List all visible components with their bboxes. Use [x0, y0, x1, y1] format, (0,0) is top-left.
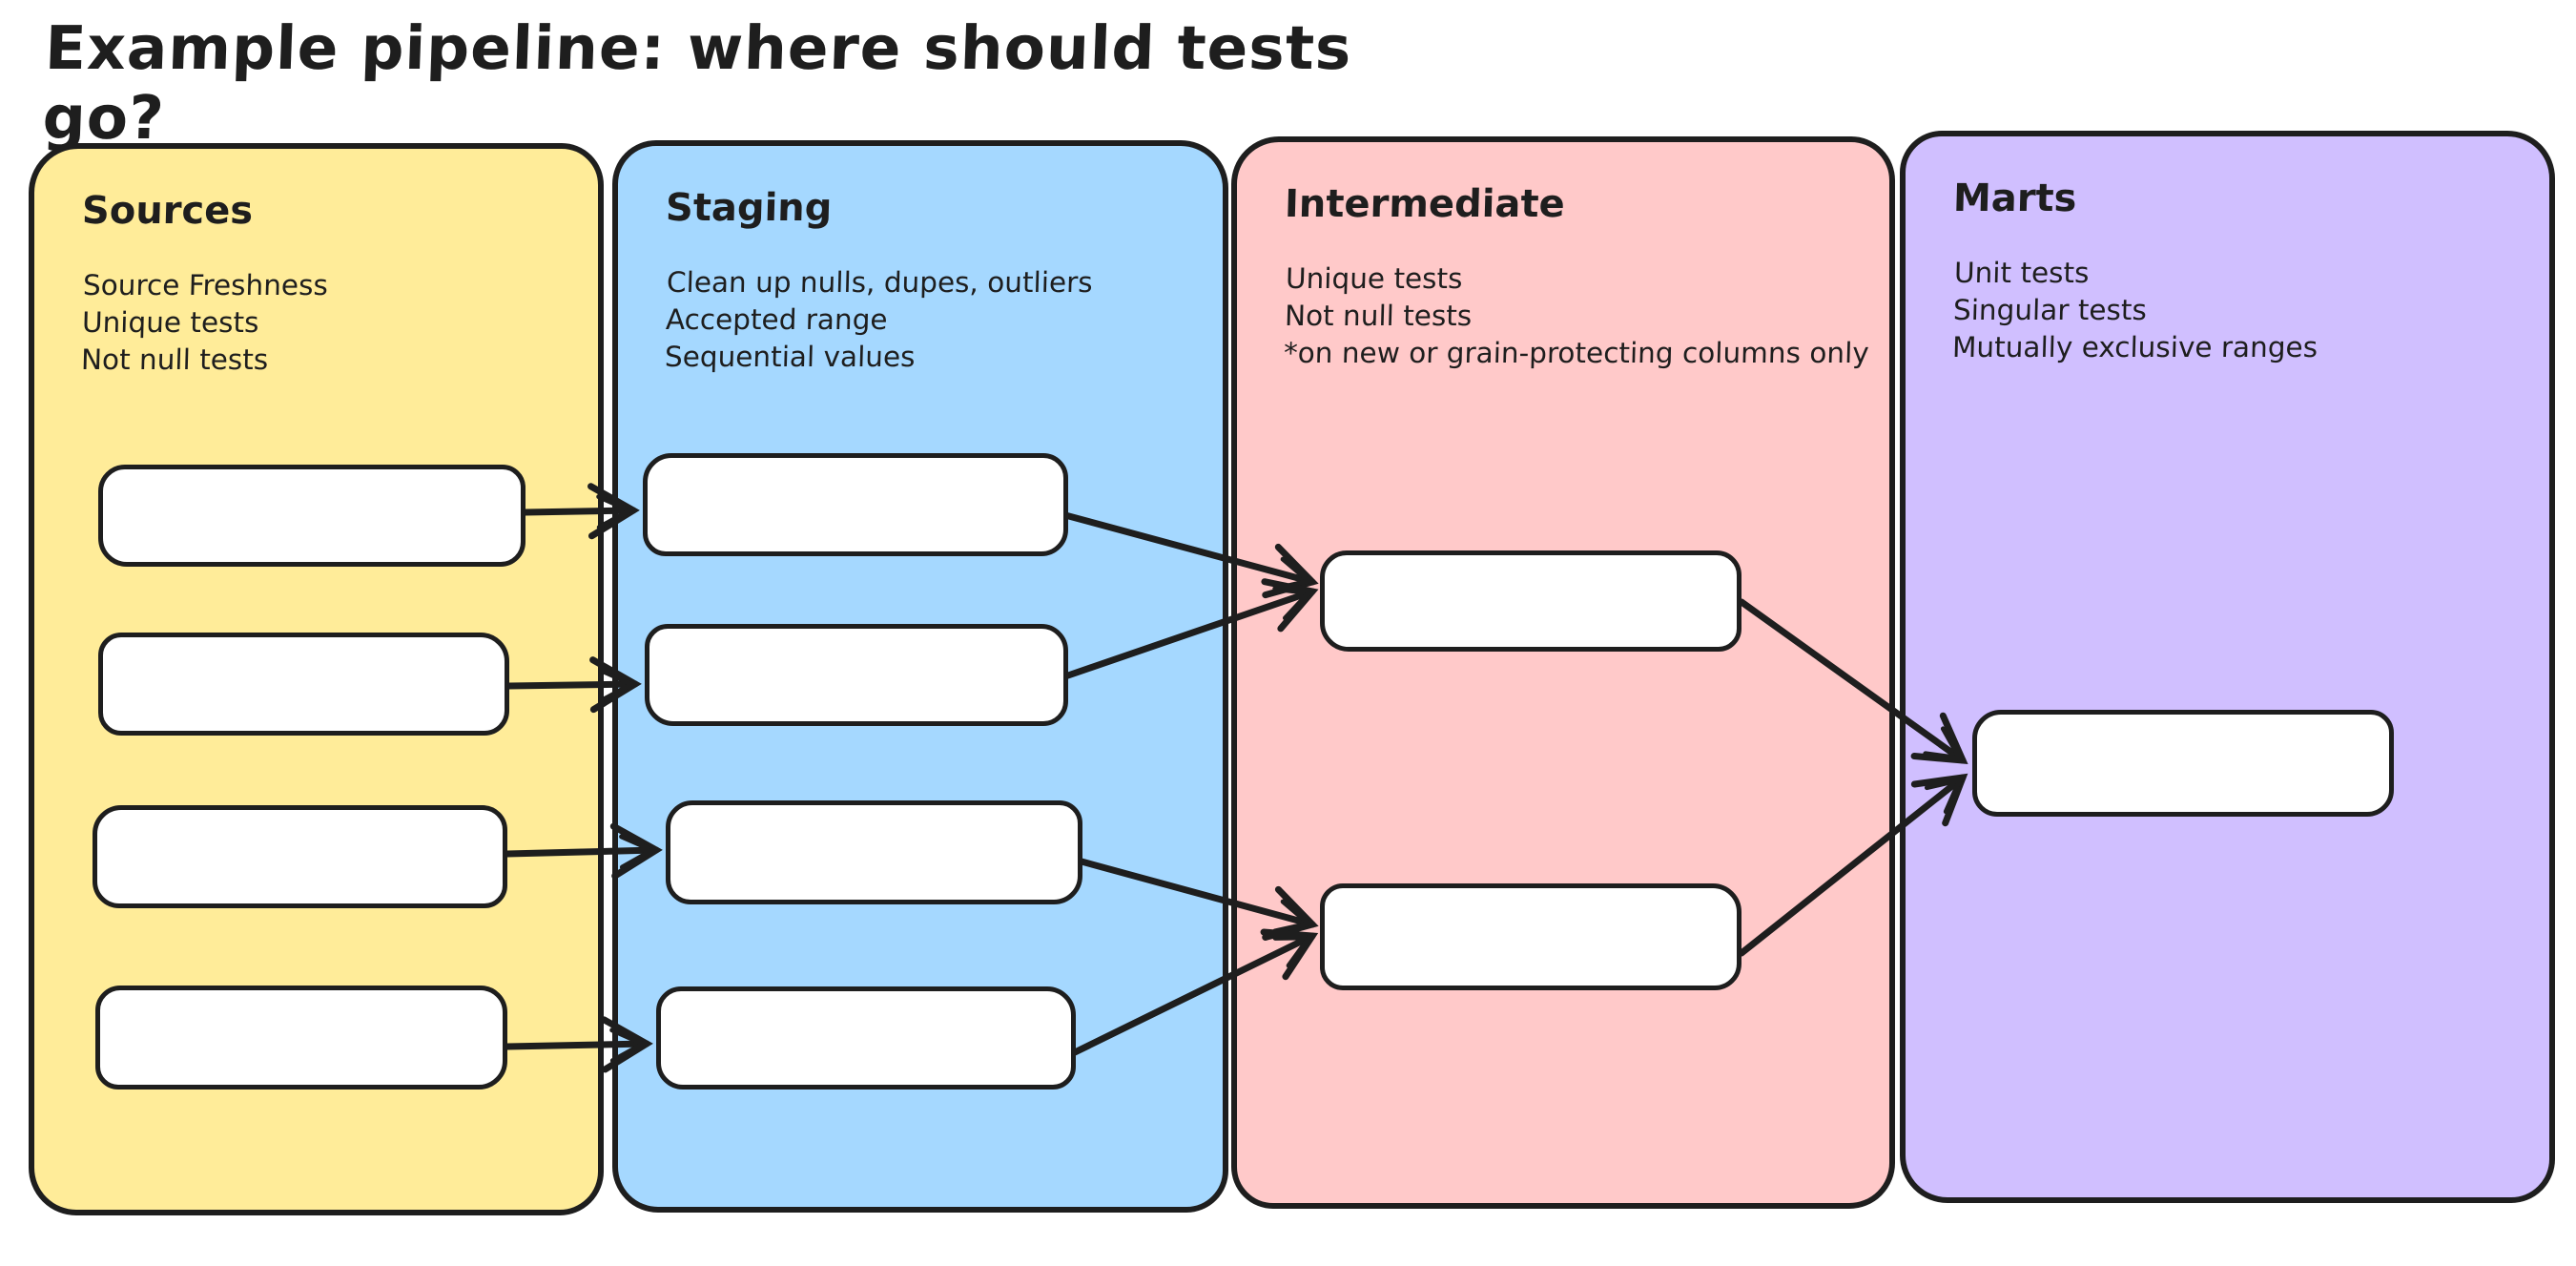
model-node-sources-1	[98, 465, 526, 567]
page-title: Example pipeline: where should tests go?	[41, 13, 1353, 153]
column-marts-title: Marts	[1952, 176, 2078, 220]
note-line: Clean up nulls, dupes, outliers	[666, 266, 1094, 299]
model-node-staging-2	[645, 624, 1068, 726]
note-line: Singular tests	[1952, 294, 2148, 326]
column-intermediate-notes: Unique tests Not null tests *on new or g…	[1283, 260, 1870, 372]
model-node-sources-2	[98, 633, 509, 736]
model-node-staging-3	[666, 800, 1082, 904]
note-line: Accepted range	[665, 303, 889, 336]
note-line: Not null tests	[80, 343, 269, 376]
note-line: Source Freshness	[82, 269, 329, 301]
model-node-intermediate-2	[1320, 883, 1741, 990]
column-staging-notes: Clean up nulls, dupes, outliers Accepted…	[664, 264, 1182, 376]
column-sources-notes: Source Freshness Unique tests Not null t…	[80, 267, 557, 379]
model-node-marts-1	[1972, 710, 2394, 817]
column-intermediate: Intermediate Unique tests Not null tests…	[1231, 136, 1895, 1209]
note-line: Unique tests	[81, 306, 259, 339]
note-line: Unique tests	[1285, 262, 1463, 295]
column-intermediate-title: Intermediate	[1284, 182, 1566, 226]
column-staging-title: Staging	[665, 186, 833, 230]
model-node-sources-3	[93, 805, 507, 908]
column-marts-notes: Unit tests Singular tests Mutually exclu…	[1951, 255, 2508, 366]
note-line: Not null tests	[1284, 300, 1473, 332]
model-node-sources-4	[95, 986, 507, 1090]
column-sources-title: Sources	[81, 189, 254, 233]
note-line: *on new or grain-protecting columns only	[1283, 337, 1870, 369]
column-marts: Marts Unit tests Singular tests Mutually…	[1900, 131, 2555, 1203]
note-line: Mutually exclusive ranges	[1951, 331, 2318, 363]
note-line: Unit tests	[1953, 257, 2090, 289]
note-line: Sequential values	[664, 341, 916, 373]
model-node-staging-4	[656, 986, 1076, 1090]
model-node-staging-1	[643, 453, 1068, 556]
model-node-intermediate-1	[1320, 550, 1741, 652]
